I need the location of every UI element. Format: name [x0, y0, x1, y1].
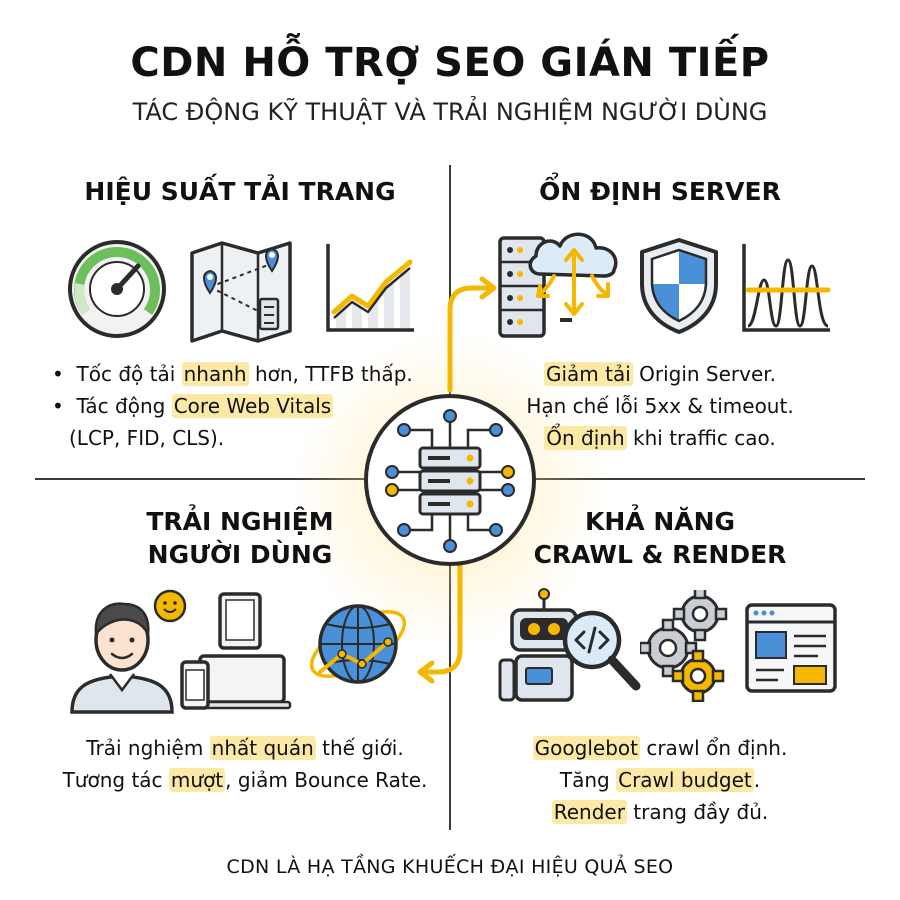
crawl-title-line-1: KHẢ NĂNG: [584, 507, 736, 536]
ux-line-1: Trải nghiệm nhất quán thế giới.: [40, 732, 450, 764]
ux-title-line-1: TRẢI NGHIỆM: [146, 507, 334, 536]
ux-title-line-2: NGƯỜI DÙNG: [147, 540, 333, 569]
ux-line-2: Tương tác mượt, giảm Bounce Rate.: [40, 764, 450, 796]
server-cloud-icon: [498, 232, 618, 338]
gears-icon: [640, 590, 728, 702]
text-segment: crawl ổn định.: [639, 736, 788, 760]
text-segment: hơn, TTFB thấp.: [248, 362, 413, 386]
highlight-text: Render: [551, 800, 627, 824]
highlight-text: Ổn định: [544, 426, 627, 450]
bullet: •: [52, 362, 64, 386]
text-segment: Tương tác: [62, 768, 169, 792]
text-segment: Hạn chế lỗi 5xx & timeout.: [526, 394, 794, 418]
highlight-text: Crawl budget: [616, 768, 754, 792]
ux-title: TRẢI NGHIỆM NGƯỜI DÙNG: [40, 505, 440, 571]
traffic-wave-icon: [742, 244, 831, 332]
performance-line-1: • Tốc độ tải nhanh hơn, TTFB thấp.: [52, 358, 413, 390]
ux-text: Trải nghiệm nhất quán thế giới. Tương tá…: [40, 732, 450, 796]
performance-title: HIỆU SUẤT TẢI TRANG: [84, 177, 396, 206]
highlight-text: Googlebot: [532, 736, 640, 760]
text-segment: Tốc độ tải: [76, 362, 182, 386]
bullet: •: [52, 394, 64, 418]
highlight-text: nhanh: [181, 362, 249, 386]
text-segment: , giảm Bounce Rate.: [225, 768, 428, 792]
server-text: Giảm tải Origin Server. Hạn chế lỗi 5xx …: [460, 358, 860, 454]
webpage-layout-icon: [745, 603, 837, 693]
page-subtitle: TÁC ĐỘNG KỸ THUẬT VÀ TRẢI NGHIỆM NGƯỜI D…: [132, 98, 768, 126]
text-segment: Tăng: [559, 768, 617, 792]
googlebot-robot-icon: [498, 588, 641, 702]
highlight-text: mượt: [168, 768, 226, 792]
footer-caption: CDN LÀ HẠ TẦNG KHUẾCH ĐẠI HIỆU QUẢ SEO: [226, 856, 674, 878]
text-segment: khi traffic cao.: [626, 426, 776, 450]
crawl-title: KHẢ NĂNG CRAWL & RENDER: [460, 505, 860, 571]
multi-device-icon: [180, 592, 292, 710]
performance-text: • Tốc độ tải nhanh hơn, TTFB thấp. • Tác…: [52, 358, 413, 454]
crawl-text: Googlebot crawl ổn định. Tăng Crawl budg…: [460, 732, 860, 828]
text-segment: Tác động: [76, 394, 172, 418]
crawl-line-2: Tăng Crawl budget.: [460, 764, 860, 796]
happy-user-icon: [70, 589, 187, 714]
text-segment: .: [753, 768, 761, 792]
connector-arrows: [417, 276, 497, 684]
text-segment: thế giới.: [315, 736, 404, 760]
text-segment: trang đầy đủ.: [626, 800, 769, 824]
performance-line-3: (LCP, FID, CLS).: [52, 422, 413, 454]
highlight-text: Core Web Vitals: [171, 394, 334, 418]
shield-icon: [640, 238, 718, 334]
crawl-title-line-2: CRAWL & RENDER: [533, 540, 787, 569]
speedometer-icon: [68, 240, 166, 338]
server-line-2: Hạn chế lỗi 5xx & timeout.: [460, 390, 860, 422]
map-route-icon: [190, 241, 292, 343]
global-network-icon: [309, 604, 407, 684]
crawl-line-1: Googlebot crawl ổn định.: [460, 732, 860, 764]
page-title: CDN HỖ TRỢ SEO GIÁN TIẾP: [130, 40, 770, 86]
crawl-line-3: Render trang đầy đủ.: [460, 796, 860, 828]
text-segment: Origin Server.: [632, 362, 777, 386]
highlight-text: nhất quán: [209, 736, 316, 760]
text-segment: Trải nghiệm: [86, 736, 210, 760]
server-line-3: Ổn định khi traffic cao.: [460, 422, 860, 454]
performance-line-2: • Tác động Core Web Vitals: [52, 390, 413, 422]
server-line-1: Giảm tải Origin Server.: [460, 358, 860, 390]
server-title: ỔN ĐỊNH SERVER: [539, 177, 781, 206]
growth-chart-icon: [326, 244, 414, 332]
highlight-text: Giảm tải: [543, 362, 633, 386]
text-segment: (LCP, FID, CLS).: [69, 426, 225, 450]
cdn-hub-icon: [364, 394, 536, 566]
